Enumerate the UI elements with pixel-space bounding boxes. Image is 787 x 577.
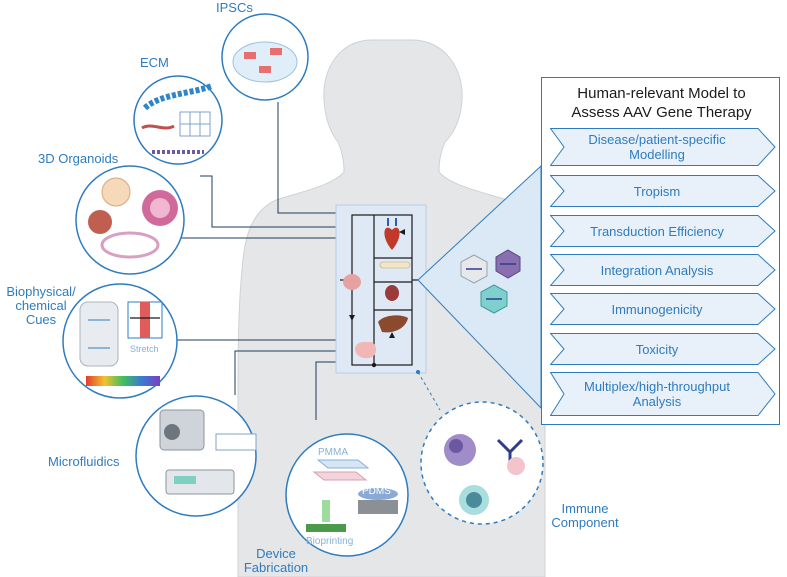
assessment-item-label: Transduction Efficiency: [590, 223, 724, 239]
label-organoids: 3D Organoids: [38, 151, 119, 166]
stomach-icon: [355, 342, 377, 359]
chevron-shape: [550, 175, 776, 207]
bone-icon: [379, 261, 411, 269]
chevron-shape: [550, 293, 776, 325]
assessment-panel: Human-relevant Model to Assess AAV Gene …: [541, 77, 780, 425]
label-device-fabrication: Device Fabrication: [243, 546, 309, 575]
organoids-circle: [75, 165, 185, 275]
label-microfluidics: Microfluidics: [48, 454, 120, 469]
label-stretch: Stretch: [130, 344, 159, 354]
label-immune-component: Immune Component: [551, 501, 619, 530]
label-ipscs: IPSCs: [216, 0, 253, 15]
ipscs-circle: [221, 13, 309, 101]
label-pmma: PMMA: [318, 447, 348, 458]
assessment-item: Tropism: [550, 175, 776, 207]
vessel-icon: [387, 218, 397, 226]
assessment-item: Immunogenicity: [550, 293, 776, 325]
ecm-circle: [133, 75, 223, 165]
microfluidics-circle: [135, 395, 257, 517]
immune-circle: [420, 401, 544, 525]
assessment-item-label: Tropism: [633, 183, 681, 199]
assessment-item: Integration Analysis: [550, 254, 776, 286]
assessment-item-label: Toxicity: [635, 341, 679, 357]
label-pdms: PDMS: [362, 486, 391, 497]
assessment-item-label: Integration Analysis: [600, 262, 714, 278]
liver-icon: [378, 315, 408, 333]
heart-icon: [384, 227, 400, 250]
assessment-item-label: Immunogenicity: [611, 301, 703, 317]
chip-arrows: [349, 229, 405, 338]
chevron-shape: [550, 333, 776, 365]
assessment-item: Toxicity: [550, 333, 776, 365]
chevron-shape: [550, 128, 776, 166]
connector-lines: [160, 102, 345, 420]
assessment-item: Transduction Efficiency: [550, 215, 776, 247]
label-bioprinting: Bioprinting: [306, 536, 354, 547]
aav-capsid-icons: [460, 249, 521, 314]
panel-title: Human-relevant Model to Assess AAV Gene …: [571, 85, 752, 121]
device-fabrication-circle: [285, 433, 409, 557]
biophysical-circle: [62, 283, 178, 399]
chevron-shape: [550, 254, 776, 286]
label-ecm: ECM: [140, 55, 169, 70]
kidney-icon: [385, 285, 399, 301]
label-biophysical: Biophysical/ chemical Cues: [6, 284, 76, 327]
lungs-icon: [343, 274, 361, 290]
chevron-shape: [550, 215, 776, 247]
chevron-shape: [550, 372, 776, 416]
